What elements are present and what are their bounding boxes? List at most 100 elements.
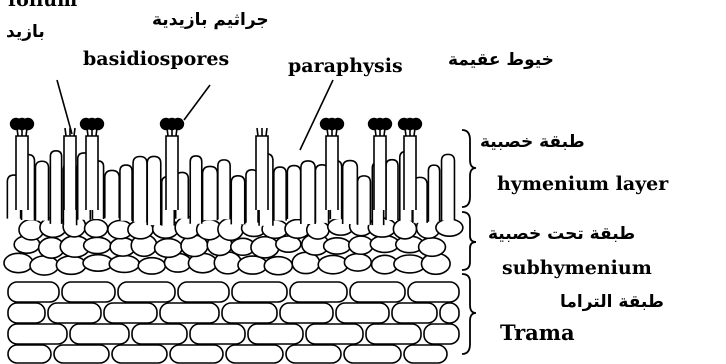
basidium: [374, 136, 386, 210]
subhymenium-cell: [4, 253, 33, 272]
hymenium-cell: [386, 160, 398, 220]
sterigma: [266, 128, 267, 136]
trama-cell: [48, 303, 101, 323]
hymenium-cell: [50, 151, 61, 224]
trama-cell: [408, 282, 459, 302]
subhymenium-cell: [370, 236, 399, 253]
hymenium-cells: [7, 128, 454, 226]
hymenium-cell: [442, 154, 455, 220]
basidiospore: [411, 119, 422, 130]
trama-cell: [62, 282, 115, 302]
trama-cell: [8, 282, 59, 302]
subhymenium-brace: [462, 212, 476, 270]
sterigma: [74, 128, 75, 136]
trama-cell: [290, 282, 347, 302]
subhymenium-cell: [264, 257, 292, 275]
basidiospores-arabic-label: جراثيم بازيدية: [152, 12, 269, 29]
trama-cell: [404, 345, 447, 363]
trama-cell: [306, 324, 363, 344]
basidium: [64, 136, 76, 210]
hymenium-cell: [231, 176, 244, 225]
hymenium-brace: [462, 130, 476, 207]
basidium: [16, 136, 28, 210]
subhymenium-cell: [138, 258, 165, 274]
trama-cell: [118, 282, 175, 302]
trama-cell: [366, 324, 421, 344]
subhymenium-cell: [56, 256, 86, 274]
subhymenium-cell: [318, 255, 348, 273]
basidium: [256, 136, 268, 210]
basidiospores-english-label: basidiospores: [83, 50, 229, 69]
trama-cell: [112, 345, 167, 363]
trama-arabic-label: طبقة التراما: [560, 294, 664, 311]
hymenium-cell: [274, 167, 286, 221]
subhymenium-arabic-label: طبقة تحت خصبية: [488, 226, 635, 243]
subhymenium-cell: [84, 237, 111, 253]
basidiospore: [381, 119, 392, 130]
trama-cell: [280, 303, 333, 323]
subhymenium-english-label: subhymenium: [502, 259, 652, 278]
trama-cell: [132, 324, 187, 344]
trama-cell: [392, 303, 437, 323]
subhymenium-cell: [419, 238, 446, 256]
hymenium-cell: [218, 160, 230, 219]
hymenium-cell: [133, 156, 147, 221]
basidium-arabic-label: بازيد: [6, 24, 45, 41]
trama-cell: [70, 324, 129, 344]
subhymenium-cell: [83, 255, 113, 271]
subhymenium-cell: [324, 238, 351, 254]
basidiospore-pointer: [184, 85, 210, 120]
hymenium-english-label: hymenium layer: [497, 175, 668, 194]
trama-cell: [8, 303, 45, 323]
trama-cell: [8, 324, 67, 344]
subhymenium-cell: [85, 219, 108, 237]
trama-cell: [190, 324, 245, 344]
hymenium-cell: [147, 156, 161, 225]
basidiospore: [173, 119, 184, 130]
trama-cell: [160, 303, 219, 323]
trama-cell: [350, 282, 405, 302]
basidiospore-clusters: [11, 119, 422, 130]
subhymenium-cell: [349, 236, 373, 254]
hymenium-cell: [287, 166, 300, 219]
hymenium-cell: [35, 161, 48, 220]
sterigma: [257, 128, 258, 136]
trama-cell: [248, 324, 303, 344]
trama-cell: [424, 324, 459, 344]
trama-cell: [54, 345, 109, 363]
trama-english-label: Trama: [500, 322, 575, 343]
subhymenium-cell: [251, 237, 279, 258]
subhymenium-cell: [109, 255, 139, 272]
trama-cell: [222, 303, 277, 323]
paraphysis-english-label: paraphysis: [288, 57, 403, 76]
trama-cell: [226, 345, 283, 363]
basidium-pointer: [57, 80, 72, 134]
top-partial-label: folium: [8, 0, 77, 10]
subhymenium-cell: [344, 254, 371, 271]
basidiospore: [23, 119, 34, 130]
trama-cell: [440, 303, 459, 323]
hymenium-cell: [190, 156, 202, 224]
subhymenium-cell: [238, 256, 267, 274]
trama-cell: [286, 345, 341, 363]
trama-cell: [8, 345, 51, 363]
basidium: [404, 136, 416, 210]
hymenium-cell: [301, 161, 315, 224]
hymenium-cell: [343, 161, 358, 224]
basidiospore: [93, 119, 104, 130]
trama-cell: [178, 282, 229, 302]
trama-cell: [170, 345, 223, 363]
hymenium-cell: [203, 166, 218, 220]
basidium: [86, 136, 98, 210]
subhymenium-cell: [155, 239, 183, 258]
trama-cells: [8, 282, 459, 363]
basidiospore: [333, 119, 344, 130]
hymenium-cell: [105, 170, 119, 218]
basidium: [326, 136, 338, 210]
layer-braces: [462, 130, 476, 354]
sterigma: [65, 128, 66, 136]
trama-cell: [104, 303, 157, 323]
trama-cell: [336, 303, 389, 323]
hymenium-arabic-label: طبقة خصبية: [480, 134, 585, 151]
paraphysis-arabic-label: خيوط عقيمة: [448, 52, 554, 69]
